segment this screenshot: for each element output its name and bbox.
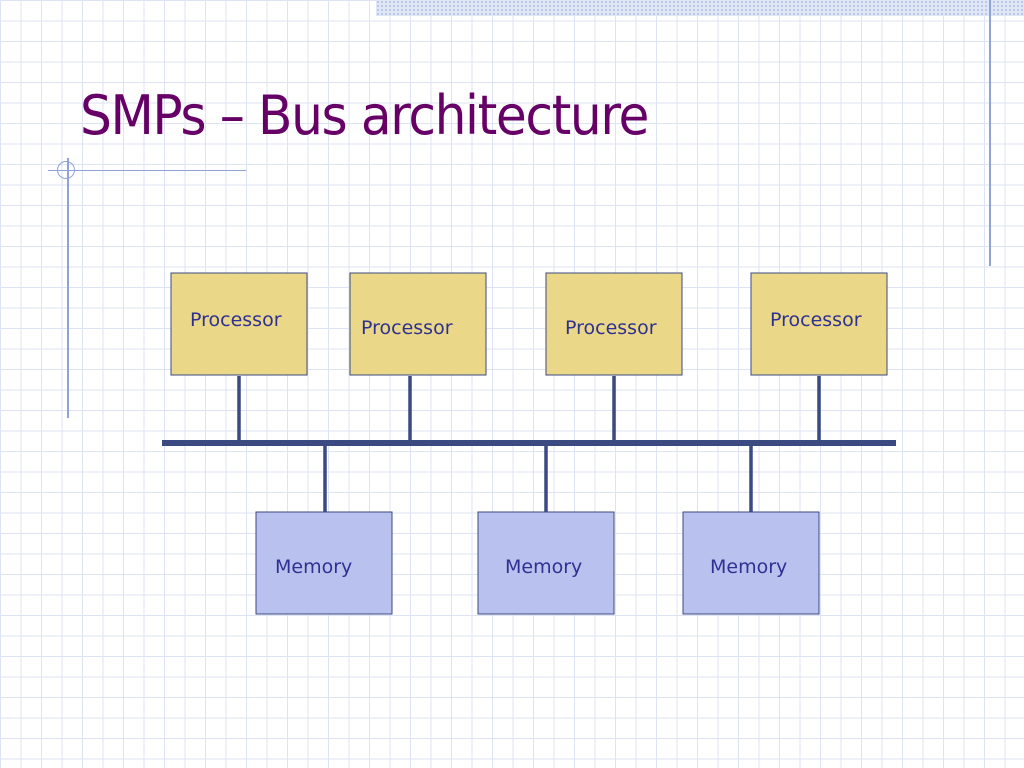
processor-label: Processor <box>190 309 282 331</box>
memory-box-shape <box>682 511 820 615</box>
memory-box-shape <box>477 511 615 615</box>
crosshair-ornament-icon <box>57 161 75 179</box>
right-vertical-rule <box>989 0 991 266</box>
processor-box-shape <box>545 272 683 376</box>
processor-box-shape <box>349 272 487 376</box>
memory-label: Memory <box>505 556 582 578</box>
header-decorative-band <box>376 0 1024 16</box>
processor-box: Processor <box>545 272 683 376</box>
processor-box: Processor <box>750 272 888 376</box>
memory-box: Memory <box>682 511 820 615</box>
slide-title: SMPs – Bus architecture <box>80 84 649 147</box>
memory-box-shape <box>255 511 393 615</box>
memory-label: Memory <box>710 556 787 578</box>
processor-box-shape <box>750 272 888 376</box>
processor-box-shape <box>170 272 308 376</box>
processor-label: Processor <box>565 317 657 339</box>
processor-label: Processor <box>770 309 862 331</box>
title-underline-rule <box>48 170 246 171</box>
memory-box: Memory <box>477 511 615 615</box>
processor-box: Processor <box>349 272 487 376</box>
processor-label: Processor <box>361 317 453 339</box>
processor-box: Processor <box>170 272 308 376</box>
memory-label: Memory <box>275 556 352 578</box>
memory-box: Memory <box>255 511 393 615</box>
left-vertical-rule <box>67 158 69 418</box>
